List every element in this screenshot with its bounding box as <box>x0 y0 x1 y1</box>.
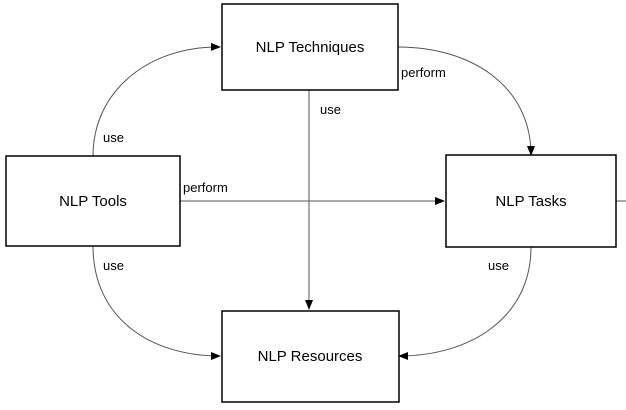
node-nlp-resources-label: NLP Resources <box>258 348 363 365</box>
label-tools-to-resources: use <box>103 258 124 273</box>
label-tools-to-techniques: use <box>103 130 124 145</box>
node-nlp-tools: NLP Tools <box>5 155 181 247</box>
node-nlp-techniques: NLP Techniques <box>221 3 399 91</box>
node-nlp-tasks-label: NLP Tasks <box>495 193 566 210</box>
label-techniques-to-tasks: perform <box>401 65 446 80</box>
node-nlp-tools-label: NLP Tools <box>59 193 127 210</box>
node-nlp-techniques-label: NLP Techniques <box>256 39 365 56</box>
edge-tools-to-techniques <box>92 42 221 157</box>
label-tasks-to-resources: use <box>488 258 509 273</box>
edge-techniques-to-tasks <box>397 46 535 156</box>
edge-tools-to-resources <box>92 245 221 360</box>
node-nlp-resources: NLP Resources <box>221 310 400 403</box>
label-tools-to-tasks: perform <box>183 180 228 195</box>
edge-tasks-to-resources <box>398 246 532 360</box>
node-nlp-tasks: NLP Tasks <box>445 154 617 248</box>
label-techniques-to-resources: use <box>320 102 341 117</box>
